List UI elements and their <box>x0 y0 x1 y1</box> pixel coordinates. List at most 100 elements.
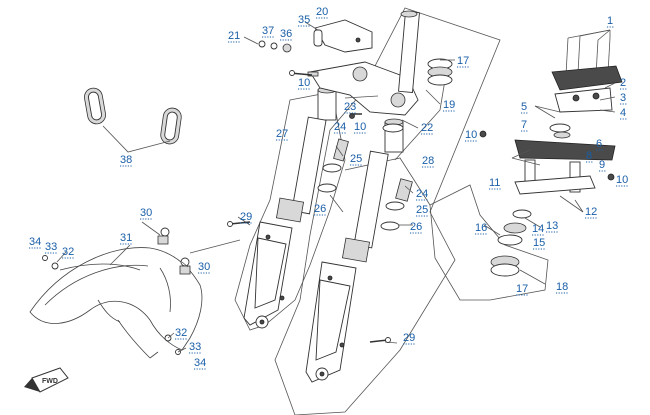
callout-6-label: 6 <box>596 138 602 150</box>
callout-12-label: 12 <box>585 206 597 218</box>
callout-5: 5 <box>521 101 528 114</box>
callout-17a: 17 <box>457 55 470 68</box>
callout-15-label: 15 <box>533 237 545 249</box>
callout-28: 28 <box>422 155 435 168</box>
callout-9-label: 9 <box>599 159 605 171</box>
callout-25b-label: 25 <box>416 204 428 216</box>
callout-15: 15 <box>533 237 546 250</box>
fwd-label: FWD <box>42 378 58 385</box>
callout-26b: 26 <box>410 221 423 234</box>
callout-35: 35 <box>298 14 311 27</box>
callout-8-label: 8 <box>586 150 592 162</box>
callout-17b-label: 17 <box>516 283 528 295</box>
callout-20: 20 <box>316 6 329 19</box>
callout-35-label: 35 <box>298 14 310 26</box>
top-triple-clamp <box>307 61 419 133</box>
callout-30b-label: 30 <box>198 261 210 273</box>
callout-10c: 10 <box>298 77 311 90</box>
callout-29a: 29 <box>240 211 253 224</box>
callout-21: 21 <box>228 30 241 43</box>
callout-17b: 17 <box>516 283 529 296</box>
callout-19: 19 <box>443 99 456 112</box>
left-fork-tube <box>243 86 337 329</box>
callout-34a-label: 34 <box>29 236 41 248</box>
callout-29b-label: 29 <box>403 332 415 344</box>
callout-24a: 24 <box>334 121 347 134</box>
callout-37: 37 <box>262 25 275 38</box>
callout-10d: 10 <box>354 121 367 134</box>
right-fork-tube <box>305 118 404 383</box>
callout-17a-label: 17 <box>457 55 469 67</box>
callout-19-label: 19 <box>443 99 455 111</box>
callout-25a: 25 <box>350 153 363 166</box>
handlebar-bracket <box>258 19 373 53</box>
callout-33a: 33 <box>45 241 58 254</box>
callout-14-label: 14 <box>532 223 544 235</box>
callout-23-label: 23 <box>344 101 356 113</box>
callout-33b-label: 33 <box>189 341 201 353</box>
callout-10b: 10 <box>616 174 629 187</box>
callout-32b-label: 32 <box>175 327 187 339</box>
callout-20-label: 20 <box>316 6 328 18</box>
callout-36-label: 36 <box>280 28 292 40</box>
callout-7: 7 <box>521 119 528 132</box>
callout-18: 18 <box>556 281 569 294</box>
callout-32a-label: 32 <box>62 246 74 258</box>
callout-22: 22 <box>421 122 434 135</box>
callout-1-label: 1 <box>607 15 613 27</box>
callout-3-label: 3 <box>620 92 626 104</box>
leader-lines <box>56 21 616 353</box>
callout-23: 23 <box>344 101 357 114</box>
callout-12: 12 <box>585 206 598 219</box>
callout-34a: 34 <box>29 236 42 249</box>
callout-16-label: 16 <box>475 222 487 234</box>
callout-7-label: 7 <box>521 119 527 131</box>
callout-22-label: 22 <box>421 122 433 134</box>
callout-24a-label: 24 <box>334 121 346 133</box>
callout-32a: 32 <box>62 246 75 259</box>
callout-21-label: 21 <box>228 30 240 42</box>
callout-9: 9 <box>599 159 606 172</box>
callout-27-label: 27 <box>276 128 288 140</box>
handlebar-clamp-assembly <box>479 35 623 277</box>
callout-24b: 24 <box>416 188 429 201</box>
callout-30a-label: 30 <box>140 207 152 219</box>
callout-6: 6 <box>596 138 603 151</box>
reflectors <box>84 87 182 153</box>
callout-14: 14 <box>532 223 545 236</box>
callout-29a-label: 29 <box>240 211 252 223</box>
callout-11: 11 <box>489 177 502 190</box>
callout-10a: 10 <box>465 129 478 142</box>
callout-33b: 33 <box>189 341 202 354</box>
callout-24b-label: 24 <box>416 188 428 200</box>
callout-10c-label: 10 <box>298 77 310 89</box>
callout-13: 13 <box>546 220 559 233</box>
steering-stem <box>398 10 453 93</box>
callout-29b: 29 <box>403 332 416 345</box>
callout-34b: 34 <box>194 357 207 370</box>
callout-1: 1 <box>607 15 614 28</box>
callout-38: 38 <box>120 154 133 167</box>
callout-34b-label: 34 <box>194 357 206 369</box>
callout-10d-label: 10 <box>354 121 366 133</box>
fork-seals <box>317 138 413 231</box>
callout-10b-label: 10 <box>616 174 628 186</box>
callout-32b: 32 <box>175 327 188 340</box>
callout-25b: 25 <box>416 204 429 217</box>
callout-4: 4 <box>620 107 627 120</box>
callout-25a-label: 25 <box>350 153 362 165</box>
callout-36: 36 <box>280 28 293 41</box>
part-labels: 1 2 3 4 5 6 7 8 9 10 10 10 10 11 12 13 1… <box>29 6 629 370</box>
callout-11-label: 11 <box>489 177 500 189</box>
callout-26b-label: 26 <box>410 221 422 233</box>
callout-31-label: 31 <box>120 232 132 244</box>
callout-33a-label: 33 <box>45 241 57 253</box>
callout-18-label: 18 <box>556 281 568 293</box>
callout-27: 27 <box>276 128 289 141</box>
callout-30a: 30 <box>140 207 153 220</box>
callout-3: 3 <box>620 92 627 105</box>
callout-4-label: 4 <box>620 107 626 119</box>
callout-28-label: 28 <box>422 155 434 167</box>
callout-13-label: 13 <box>546 220 558 232</box>
